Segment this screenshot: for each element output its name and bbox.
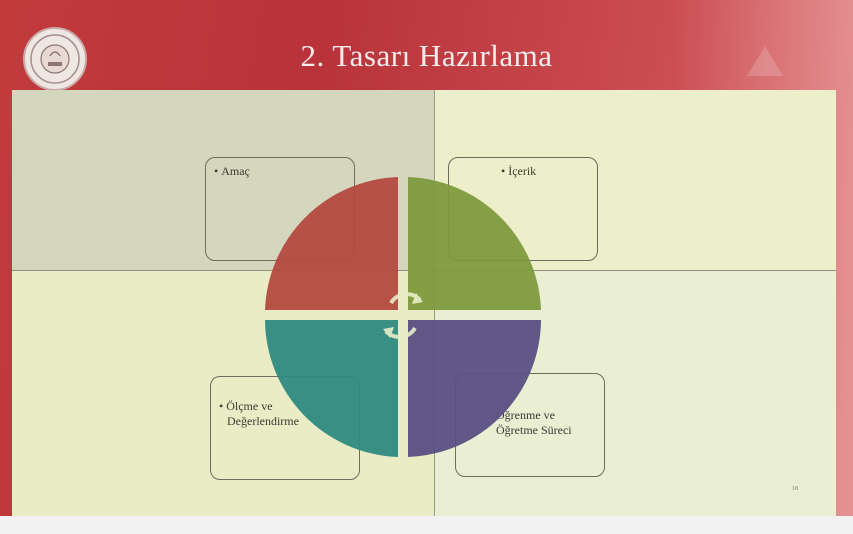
quadrant-teal [265, 320, 398, 457]
slide-title: 2. Tasarı Hazırlama [300, 38, 553, 73]
box-olcme-line1: Ölçme ve [219, 399, 351, 414]
box-amac-label: Amaç [214, 164, 250, 178]
ministry-seal-logo [23, 27, 87, 91]
quadrant-purple [408, 320, 541, 457]
box-olcme-line2: Değerlendirme [227, 414, 299, 428]
slide-canvas: Amaç İçerik Ölçme ve Değerlendirme Öğren… [12, 90, 836, 518]
cycle-diagram [265, 177, 541, 457]
corner-watermark [747, 46, 783, 76]
box-icerik-label: İçerik [501, 164, 536, 178]
box-ogrenme-line2: Öğretme Süreci [496, 423, 572, 437]
box-ogrenme-line1: Öğrenme ve [496, 408, 555, 422]
quadrant-red [265, 177, 398, 310]
page-number: 18 [792, 486, 798, 492]
room-floor [0, 516, 853, 534]
refresh-cycle-icon [383, 292, 423, 339]
quadrant-green [408, 177, 541, 310]
